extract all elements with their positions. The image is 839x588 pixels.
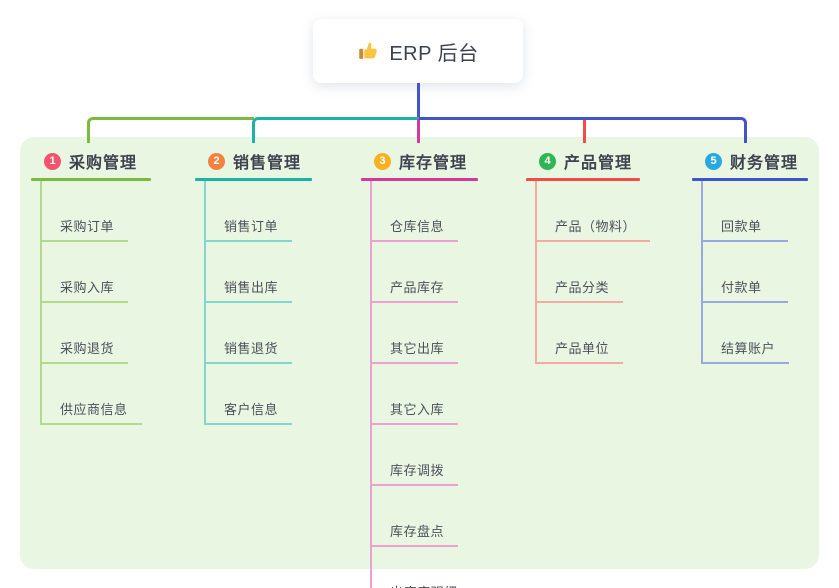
child-node-label: 库存调拨 xyxy=(390,463,445,478)
child-node-label: 其它入库 xyxy=(390,402,445,417)
branch-2-title[interactable]: 2 销售管理 xyxy=(195,150,312,172)
child-node-label: 库存盘点 xyxy=(390,524,445,539)
branch-2-connector-line xyxy=(252,117,419,143)
branch-1-number-badge: 1 xyxy=(44,152,61,170)
child-node-1-2[interactable]: 采购入库 xyxy=(42,242,129,303)
child-node-5-1[interactable]: 回款单 xyxy=(703,181,788,242)
child-node-4-2[interactable]: 产品分类 xyxy=(537,242,624,303)
branch-4-underline xyxy=(526,178,640,181)
child-node-4-1[interactable]: 产品（物料） xyxy=(537,181,651,242)
child-node-2-1[interactable]: 销售订单 xyxy=(206,181,293,242)
child-node-label: 采购退货 xyxy=(60,341,115,356)
child-node-label: 产品库存 xyxy=(390,280,445,295)
branch-2: 2 销售管理销售订单销售出库销售退货客户信息 xyxy=(195,150,312,425)
child-node-label: 客户信息 xyxy=(224,402,279,417)
branch-2-children: 销售订单销售出库销售退货客户信息 xyxy=(204,181,312,425)
child-node-label: 采购订单 xyxy=(60,219,115,234)
child-node-2-4[interactable]: 客户信息 xyxy=(206,364,293,425)
child-node-label: 仓库信息 xyxy=(390,219,445,234)
branch-3: 3 库存管理仓库信息产品库存其它出库其它入库库存调拨库存盘点出库库明细 xyxy=(361,150,478,588)
branch-1: 1 采购管理采购订单采购入库采购退货供应商信息 xyxy=(31,150,151,425)
branch-4: 4 产品管理产品（物料） 产品分类产品单位 xyxy=(526,150,651,364)
branch-5-children: 回款单付款单结算账户 xyxy=(701,181,808,364)
branch-2-label: 销售管理 xyxy=(233,155,302,172)
child-node-4-3[interactable]: 产品单位 xyxy=(537,303,624,364)
child-node-label: 采购入库 xyxy=(60,280,115,295)
child-node-label: 供应商信息 xyxy=(60,402,128,417)
branch-1-connector-line xyxy=(87,117,254,143)
child-node-3-2[interactable]: 产品库存 xyxy=(372,242,459,303)
child-node-3-4[interactable]: 其它入库 xyxy=(372,364,459,425)
child-node-label: 销售退货 xyxy=(224,341,279,356)
branch-4-connector-line xyxy=(583,119,586,143)
branch-3-children: 仓库信息产品库存其它出库其它入库库存调拨库存盘点出库库明细 xyxy=(370,181,478,588)
branch-1-underline xyxy=(31,178,151,181)
branches-panel xyxy=(20,137,819,569)
child-node-1-3[interactable]: 采购退货 xyxy=(42,303,129,364)
branch-5: 5 财务管理回款单付款单结算账户 xyxy=(692,150,808,364)
root-connector-line xyxy=(417,83,420,119)
child-node-1-4[interactable]: 供应商信息 xyxy=(42,364,142,425)
branch-5-label: 财务管理 xyxy=(730,155,799,172)
child-node-label: 销售出库 xyxy=(224,280,279,295)
child-node-5-3[interactable]: 结算账户 xyxy=(703,303,790,364)
branch-2-underline xyxy=(195,178,312,181)
root-node[interactable]: ERP 后台 xyxy=(313,19,523,83)
child-node-3-5[interactable]: 库存调拨 xyxy=(372,425,459,486)
child-node-3-1[interactable]: 仓库信息 xyxy=(372,181,459,242)
branch-3-title[interactable]: 3 库存管理 xyxy=(361,150,478,172)
branch-3-label: 库存管理 xyxy=(399,155,468,172)
child-node-label: 产品单位 xyxy=(555,341,610,356)
branch-5-number-badge: 5 xyxy=(705,152,722,170)
branch-3-connector-line xyxy=(417,119,420,143)
branch-5-title[interactable]: 5 财务管理 xyxy=(692,150,808,172)
child-node-label: 结算账户 xyxy=(721,341,776,356)
child-node-1-1[interactable]: 采购订单 xyxy=(42,181,129,242)
child-node-label: 销售订单 xyxy=(224,219,279,234)
branch-4-label: 产品管理 xyxy=(564,155,633,172)
child-node-label: 回款单 xyxy=(721,219,762,234)
branch-5-underline xyxy=(692,178,808,181)
branch-3-underline xyxy=(361,178,478,181)
child-node-5-2[interactable]: 付款单 xyxy=(703,242,788,303)
child-node-label: 付款单 xyxy=(721,280,762,295)
root-label: ERP 后台 xyxy=(389,42,479,65)
branch-4-children: 产品（物料） 产品分类产品单位 xyxy=(535,181,651,364)
child-node-label: 产品（物料） xyxy=(555,219,637,234)
branch-4-number-badge: 4 xyxy=(539,152,556,170)
child-node-label: 出库库明细 xyxy=(390,582,458,588)
branch-2-number-badge: 2 xyxy=(208,152,225,170)
branch-3-number-badge: 3 xyxy=(374,152,391,170)
child-node-label: 其它出库 xyxy=(390,341,445,356)
child-node-3-7[interactable]: 出库库明细 xyxy=(372,547,472,588)
thumbs-up-icon xyxy=(359,42,378,59)
child-node-3-3[interactable]: 其它出库 xyxy=(372,303,459,364)
child-node-label: 产品分类 xyxy=(555,280,610,295)
branch-1-label: 采购管理 xyxy=(69,155,138,172)
branch-1-title[interactable]: 1 采购管理 xyxy=(31,150,151,172)
child-node-2-2[interactable]: 销售出库 xyxy=(206,242,293,303)
branch-1-children: 采购订单采购入库采购退货供应商信息 xyxy=(40,181,151,425)
branch-5-connector-line xyxy=(419,117,747,143)
child-node-3-6[interactable]: 库存盘点 xyxy=(372,486,459,547)
child-node-2-3[interactable]: 销售退货 xyxy=(206,303,293,364)
branch-4-title[interactable]: 4 产品管理 xyxy=(526,150,640,172)
